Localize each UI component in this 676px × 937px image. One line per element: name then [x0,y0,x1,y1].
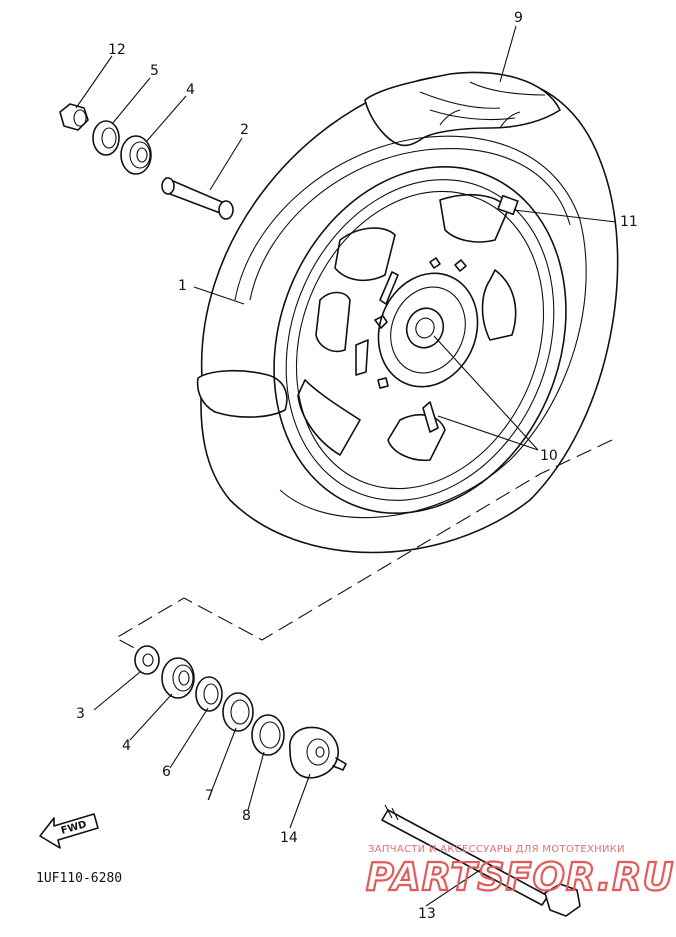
label-3: 3 [76,706,85,722]
collar [134,645,160,675]
label-6: 6 [162,764,171,780]
label-5: 5 [150,63,159,79]
label-14: 14 [280,830,298,846]
watermark-brand: PARTSFOR.RU [366,855,674,899]
watermark-tagline: ЗАПЧАСТИ И АКСЕССУАРЫ ДЛЯ МОТОТЕХНИКИ [368,844,625,855]
label-4-top: 4 [186,82,195,98]
retaining-clip [195,676,223,712]
label-4-bottom: 4 [122,738,131,754]
bearing-upper [120,135,152,175]
diagram-code: 1UF110-6280 [36,871,122,886]
label-12: 12 [108,42,126,58]
cast-wheel [273,166,567,514]
label-10: 10 [540,448,558,464]
label-13: 13 [418,906,436,922]
fwd-arrow-icon: FWD [39,813,99,849]
watermark: ЗАПЧАСТИ И АКСЕССУАРЫ ДЛЯ МОТОТЕХНИКИ PA… [365,844,675,900]
balance-weight [497,194,519,216]
label-11: 11 [620,214,638,230]
axle-nut [59,103,89,131]
label-2: 2 [240,122,249,138]
leader-lines [75,25,617,907]
oil-seal-upper [92,120,120,156]
label-7: 7 [205,788,214,804]
speedometer-gear-unit [289,726,347,779]
spacer-tube [161,177,234,220]
label-9: 9 [514,10,523,26]
label-1: 1 [178,278,187,294]
washer [222,692,254,732]
valve-stem [422,401,439,433]
bearing-lower [161,657,195,699]
oil-seal-lower [251,714,285,756]
front-axle [381,804,581,917]
label-8: 8 [242,808,251,824]
